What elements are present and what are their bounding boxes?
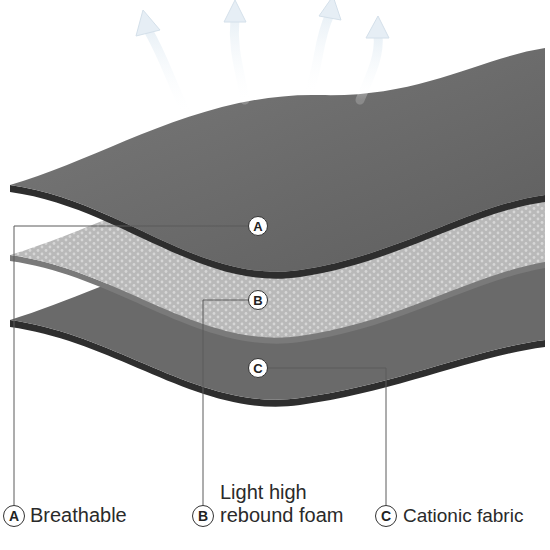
layer-label: Breathable [30, 504, 180, 527]
callout-letter: B [198, 509, 208, 523]
arrow-heads [136, 0, 389, 38]
layer-label: Cationic fabric [403, 504, 548, 527]
callout-letter: A [9, 509, 19, 523]
air-arrows [148, 14, 378, 110]
callout-letter: B [253, 294, 262, 307]
layer-label: Light high rebound foam [220, 481, 368, 527]
callout-circle: B [192, 505, 214, 527]
leader-line [14, 226, 248, 505]
callout-letter: C [381, 509, 391, 523]
callout-circle: A [248, 216, 268, 236]
callout-letter: A [253, 220, 262, 233]
callout-circle: B [248, 290, 268, 310]
callout-circle: C [375, 505, 397, 527]
top-layer [10, 48, 545, 279]
callout-letter: C [253, 362, 262, 375]
leader-line [203, 300, 248, 505]
callout-circle: A [3, 505, 25, 527]
callout-circle: C [248, 358, 268, 378]
